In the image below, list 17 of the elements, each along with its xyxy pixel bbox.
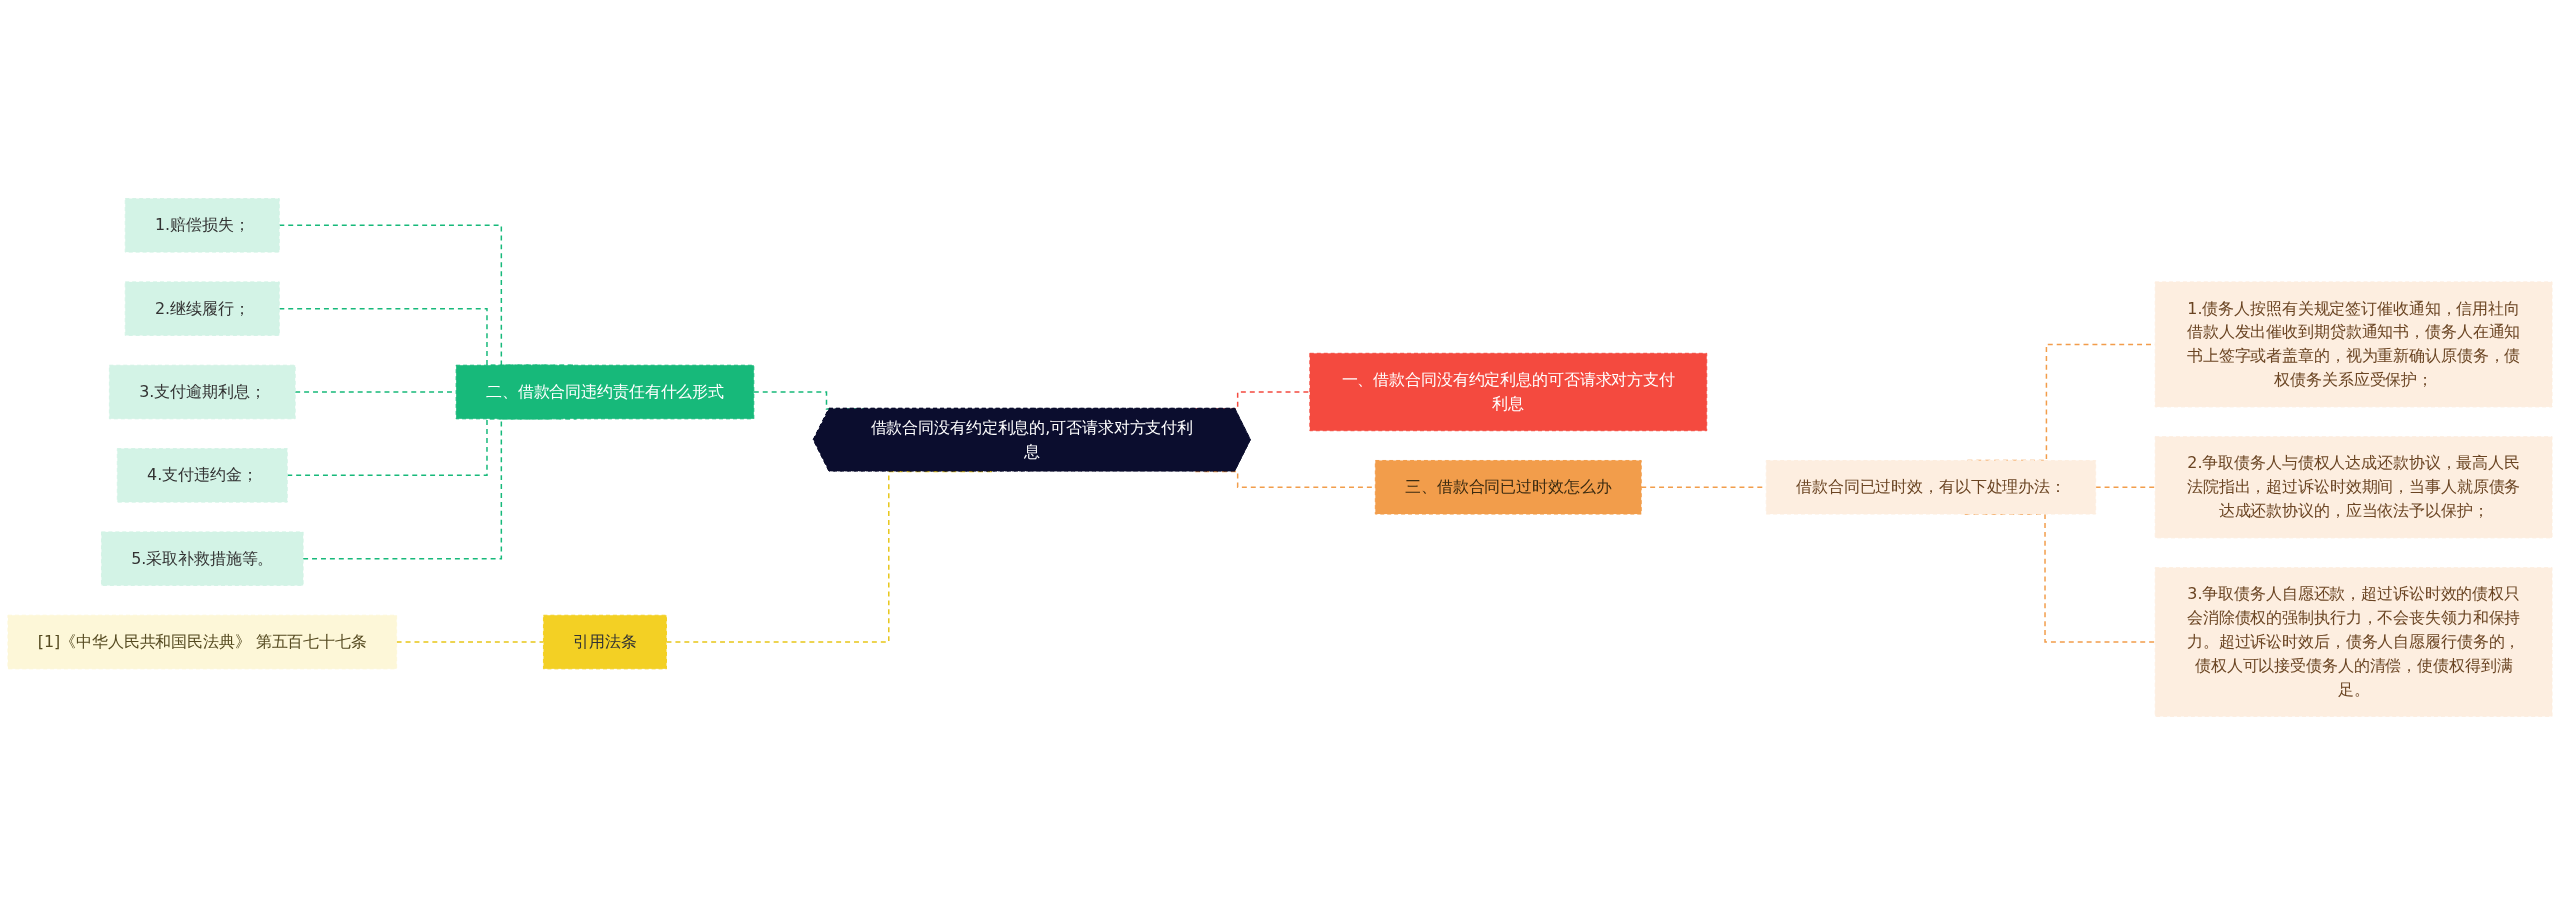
connector bbox=[395, 641, 545, 643]
node-box: 二、借款合同违约责任有什么形式 bbox=[455, 364, 755, 420]
node-box: 三、借款合同已过时效怎么办 bbox=[1374, 460, 1642, 515]
node-box: 2.争取债务人与债权人达成还款协议，最高人民法院指出，超过诉讼时效期间，当事人就原债务达成还款协议的，应当依法予以保护； bbox=[2154, 436, 2553, 539]
node-box: 3.支付逾期利息； bbox=[108, 364, 296, 420]
node-box: [1]《中华人民共和国民法典》 第五百七十七条 bbox=[7, 614, 398, 670]
connector bbox=[665, 470, 995, 643]
node-box: 5.采取补救措施等。 bbox=[100, 531, 304, 586]
node-box: 1.赔偿损失； bbox=[124, 198, 280, 253]
node-box: 一、借款合同没有约定利息的可否请求对方支付利息 bbox=[1309, 352, 1708, 432]
connector bbox=[2094, 486, 2156, 488]
node-box: 借款合同已过时效，有以下处理办法： bbox=[1765, 460, 2097, 515]
node-box: 1.债务人按照有关规定签订催收通知，信用社向借款人发出催收到期贷款通知书，债务人在通知书上签字或者盖章的，视为重新确认原债务，债权债务关系应受保护； bbox=[2154, 281, 2553, 408]
node-box: 4.支付违约金； bbox=[116, 448, 288, 503]
node-box: 引用法条 bbox=[542, 614, 667, 670]
node-box: 3.争取债务人自愿还款，超过诉讼时效的债权只会消除债权的强制执行力，不会丧失领力和保持力。超过诉讼时效后，债务人自愿履行债务的，债权人可以接受债务人的清偿，使债权得到满足。 bbox=[2154, 567, 2553, 717]
node-box: 2.继续履行； bbox=[124, 281, 280, 336]
